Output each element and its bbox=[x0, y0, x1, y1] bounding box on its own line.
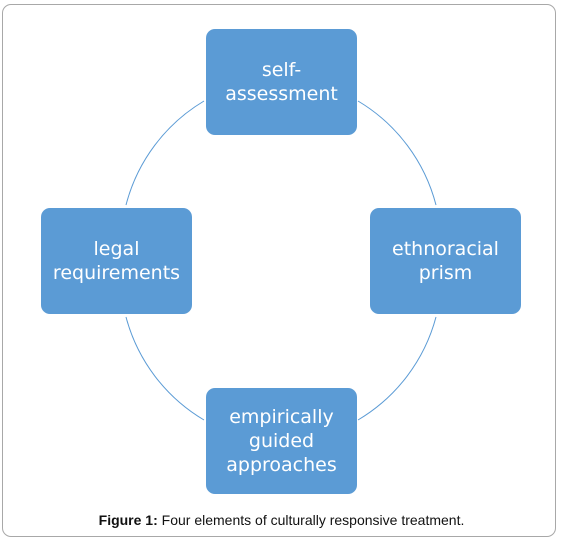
node-ethnoracial-prism: ethnoracial prism bbox=[370, 208, 521, 314]
node-empirically-guided-approaches: empirically guided approaches bbox=[206, 388, 357, 494]
caption-text: Four elements of culturally responsive t… bbox=[157, 512, 465, 528]
figure-caption: Figure 1: Four elements of culturally re… bbox=[0, 512, 563, 528]
connector-bottom-left bbox=[125, 316, 205, 421]
connector-right-bottom bbox=[357, 316, 437, 421]
node-self-assessment: self- assessment bbox=[206, 29, 357, 135]
node-legal-requirements: legal requirements bbox=[41, 208, 192, 314]
connector-left-top bbox=[125, 100, 205, 206]
connector-top-right bbox=[357, 100, 437, 206]
caption-label: Figure 1: bbox=[98, 512, 158, 528]
